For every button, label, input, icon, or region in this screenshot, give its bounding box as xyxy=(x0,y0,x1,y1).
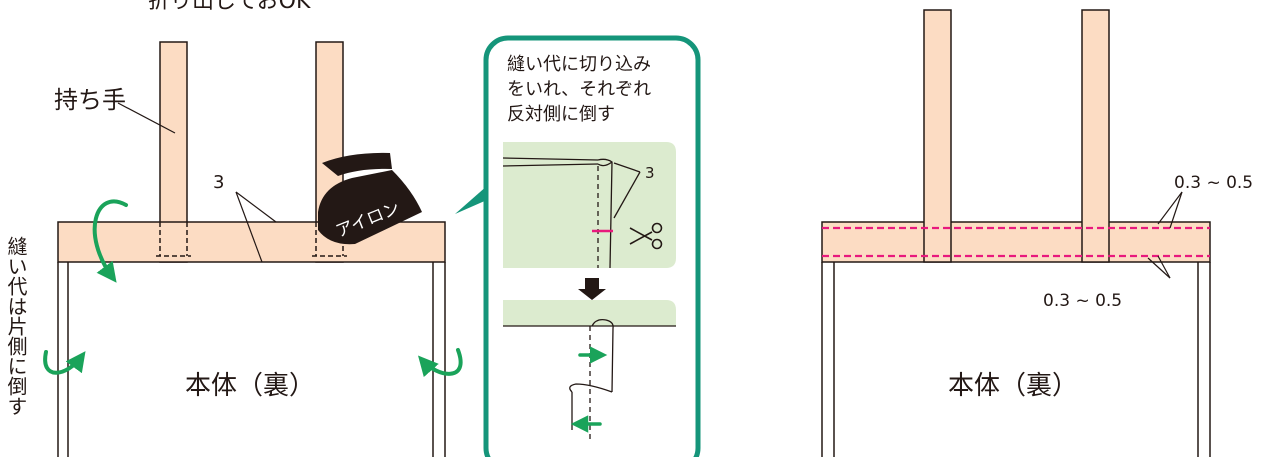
left-leader-lines xyxy=(117,102,277,263)
direction-arrows xyxy=(570,346,608,433)
right-leader-lines xyxy=(1147,191,1183,279)
fold-arrow-top xyxy=(92,199,128,283)
callout-text: 縫い代に切り込み をいれ、それぞれ 反対側に倒す xyxy=(507,52,687,127)
fold-arrows xyxy=(43,199,463,378)
stitch-top-label: 0.3 ~ 0.5 xyxy=(1174,173,1253,193)
callout-line-1: 縫い代に切り込み xyxy=(507,54,651,75)
step-down-arrow xyxy=(578,278,606,300)
left-body-outline xyxy=(57,262,446,457)
side-fold-note: 縫い代は片側に倒す xyxy=(4,236,28,416)
left-figure: 持ち手 3 アイロン 本体（裏） xyxy=(43,41,463,457)
seam-allowance-label: 3 xyxy=(213,172,224,193)
scissors-icon xyxy=(629,222,663,250)
right-handle-1 xyxy=(923,9,952,263)
callout-line-2: をいれ、それぞれ xyxy=(507,79,652,100)
right-body-label: 本体（裏） xyxy=(948,371,1078,401)
right-figure: 0.3 ~ 0.5 0.3 ~ 0.5 本体（裏） xyxy=(821,9,1253,457)
right-handle-2 xyxy=(1081,9,1110,263)
callout-box: 3 xyxy=(455,35,701,457)
top-cut-text: 折り山しておOK xyxy=(148,0,311,14)
iron-icon: アイロン xyxy=(318,152,422,245)
left-body-label: 本体（裏） xyxy=(185,371,315,401)
callout-seam-label: 3 xyxy=(645,164,655,182)
callout-line-3: 反対側に倒す xyxy=(507,104,615,125)
callout-lower-panel xyxy=(503,300,676,326)
fold-arrow-right xyxy=(418,348,463,378)
right-body-outline xyxy=(821,262,1211,457)
stitch-bottom-label: 0.3 ~ 0.5 xyxy=(1043,291,1122,311)
topstitch-lines xyxy=(822,226,1210,258)
callout-step1-drawing xyxy=(502,157,641,269)
handle-label: 持ち手 xyxy=(54,86,126,114)
callout-upper-panel xyxy=(503,142,676,268)
fold-arrow-left xyxy=(43,350,86,375)
